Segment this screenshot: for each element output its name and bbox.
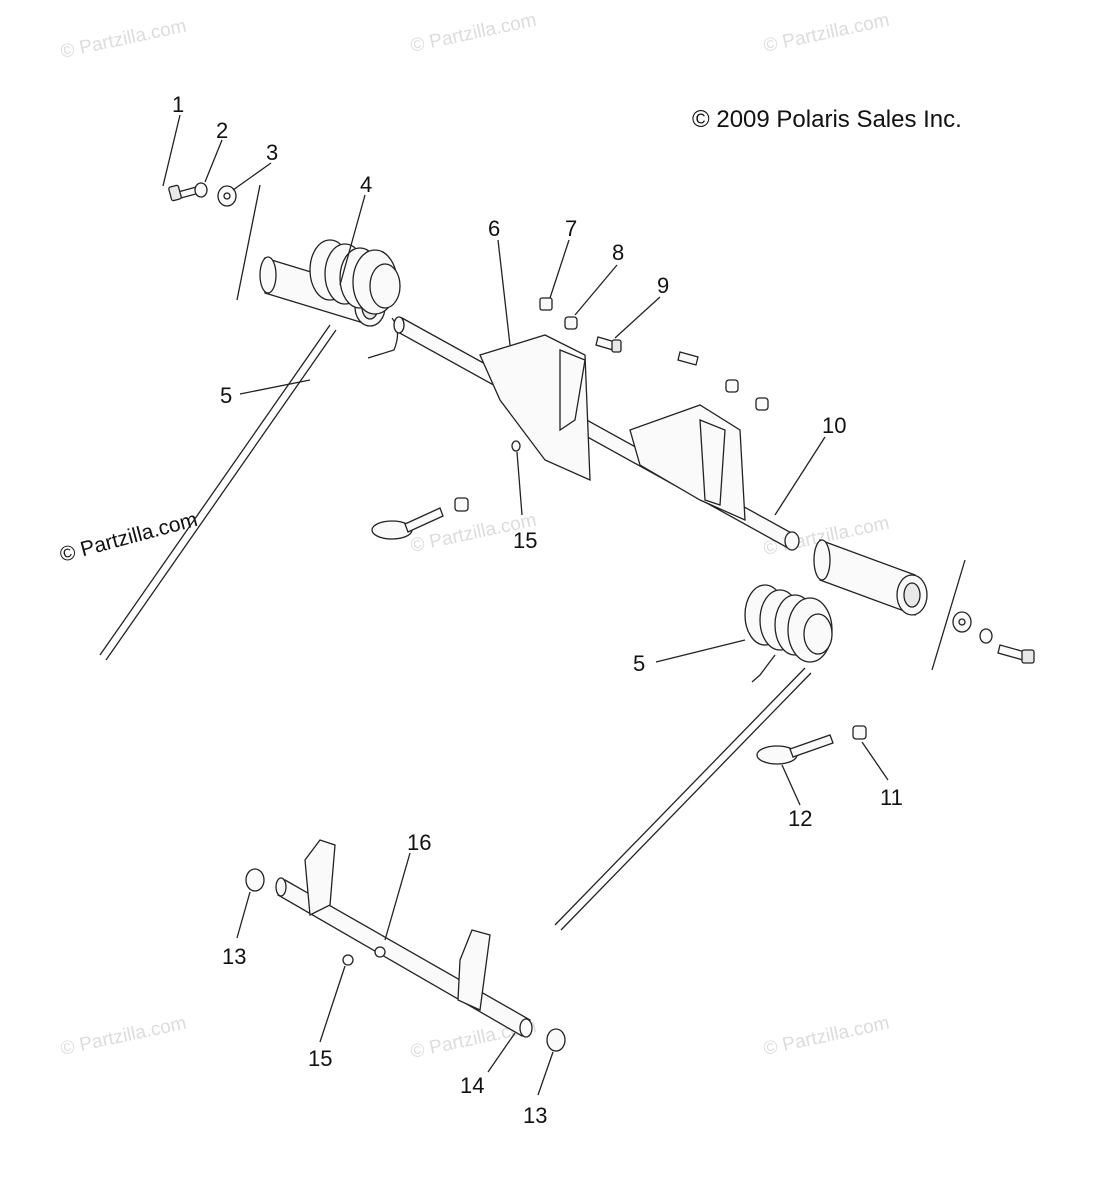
- set-screw-part: [342, 954, 354, 966]
- watermark: © Partzilla.com: [59, 16, 189, 63]
- callout-2: 2: [216, 118, 228, 143]
- spacer-part: [564, 316, 578, 330]
- nut-part: [852, 725, 867, 740]
- callout-13b: 13: [523, 1103, 547, 1128]
- callout-1: 1: [172, 92, 184, 117]
- callout-4: 4: [360, 172, 372, 197]
- callout-15b: 15: [308, 1046, 332, 1071]
- callout-9: 9: [657, 273, 669, 298]
- set-screw-part: [511, 440, 521, 452]
- callout-16: 16: [407, 830, 431, 855]
- torsion-spring-part: [554, 584, 833, 931]
- eyebolt-part: [371, 507, 444, 540]
- copyright-notice: © 2009 Polaris Sales Inc.: [692, 106, 962, 133]
- cross-shaft-part: [275, 839, 533, 1038]
- washer-part: [546, 1028, 566, 1052]
- callout-6: 6: [488, 216, 500, 241]
- lock-washer-part: [194, 182, 208, 198]
- callout-labels: 1 2 3 4 5 5 6 7 8 9 10 11 12 13 13 14 15…: [172, 92, 903, 1128]
- callout-12: 12: [788, 806, 812, 831]
- eyebolt-part: [756, 734, 834, 765]
- pivot-shaft-part: [393, 316, 800, 551]
- lock-washer-part: [979, 628, 993, 644]
- washer-part: [245, 868, 265, 892]
- nut-part: [454, 497, 469, 512]
- callout-5: 5: [220, 383, 232, 408]
- watermark: © Partzilla.com: [409, 10, 539, 57]
- callout-3: 3: [266, 140, 278, 165]
- watermark: © Partzilla.com: [57, 508, 200, 567]
- callout-15: 15: [513, 528, 537, 553]
- callout-14: 14: [460, 1073, 484, 1098]
- hardware-set: [677, 351, 769, 411]
- watermark: © Partzilla.com: [59, 1013, 189, 1060]
- callout-13: 13: [222, 944, 246, 969]
- bushing-part: [813, 539, 928, 616]
- bolt-part: [997, 644, 1035, 664]
- watermark: © Partzilla.com: [762, 1013, 892, 1060]
- callout-8: 8: [612, 240, 624, 265]
- bolt-part: [595, 336, 622, 353]
- watermark: © Partzilla.com: [762, 10, 892, 57]
- torsion-spring-part: [99, 239, 401, 661]
- leader-lines: [162, 114, 889, 1096]
- callout-11: 11: [880, 785, 903, 810]
- callout-7: 7: [565, 216, 577, 241]
- callout-5b: 5: [633, 651, 645, 676]
- callout-10: 10: [822, 413, 846, 438]
- nut-part: [539, 297, 553, 311]
